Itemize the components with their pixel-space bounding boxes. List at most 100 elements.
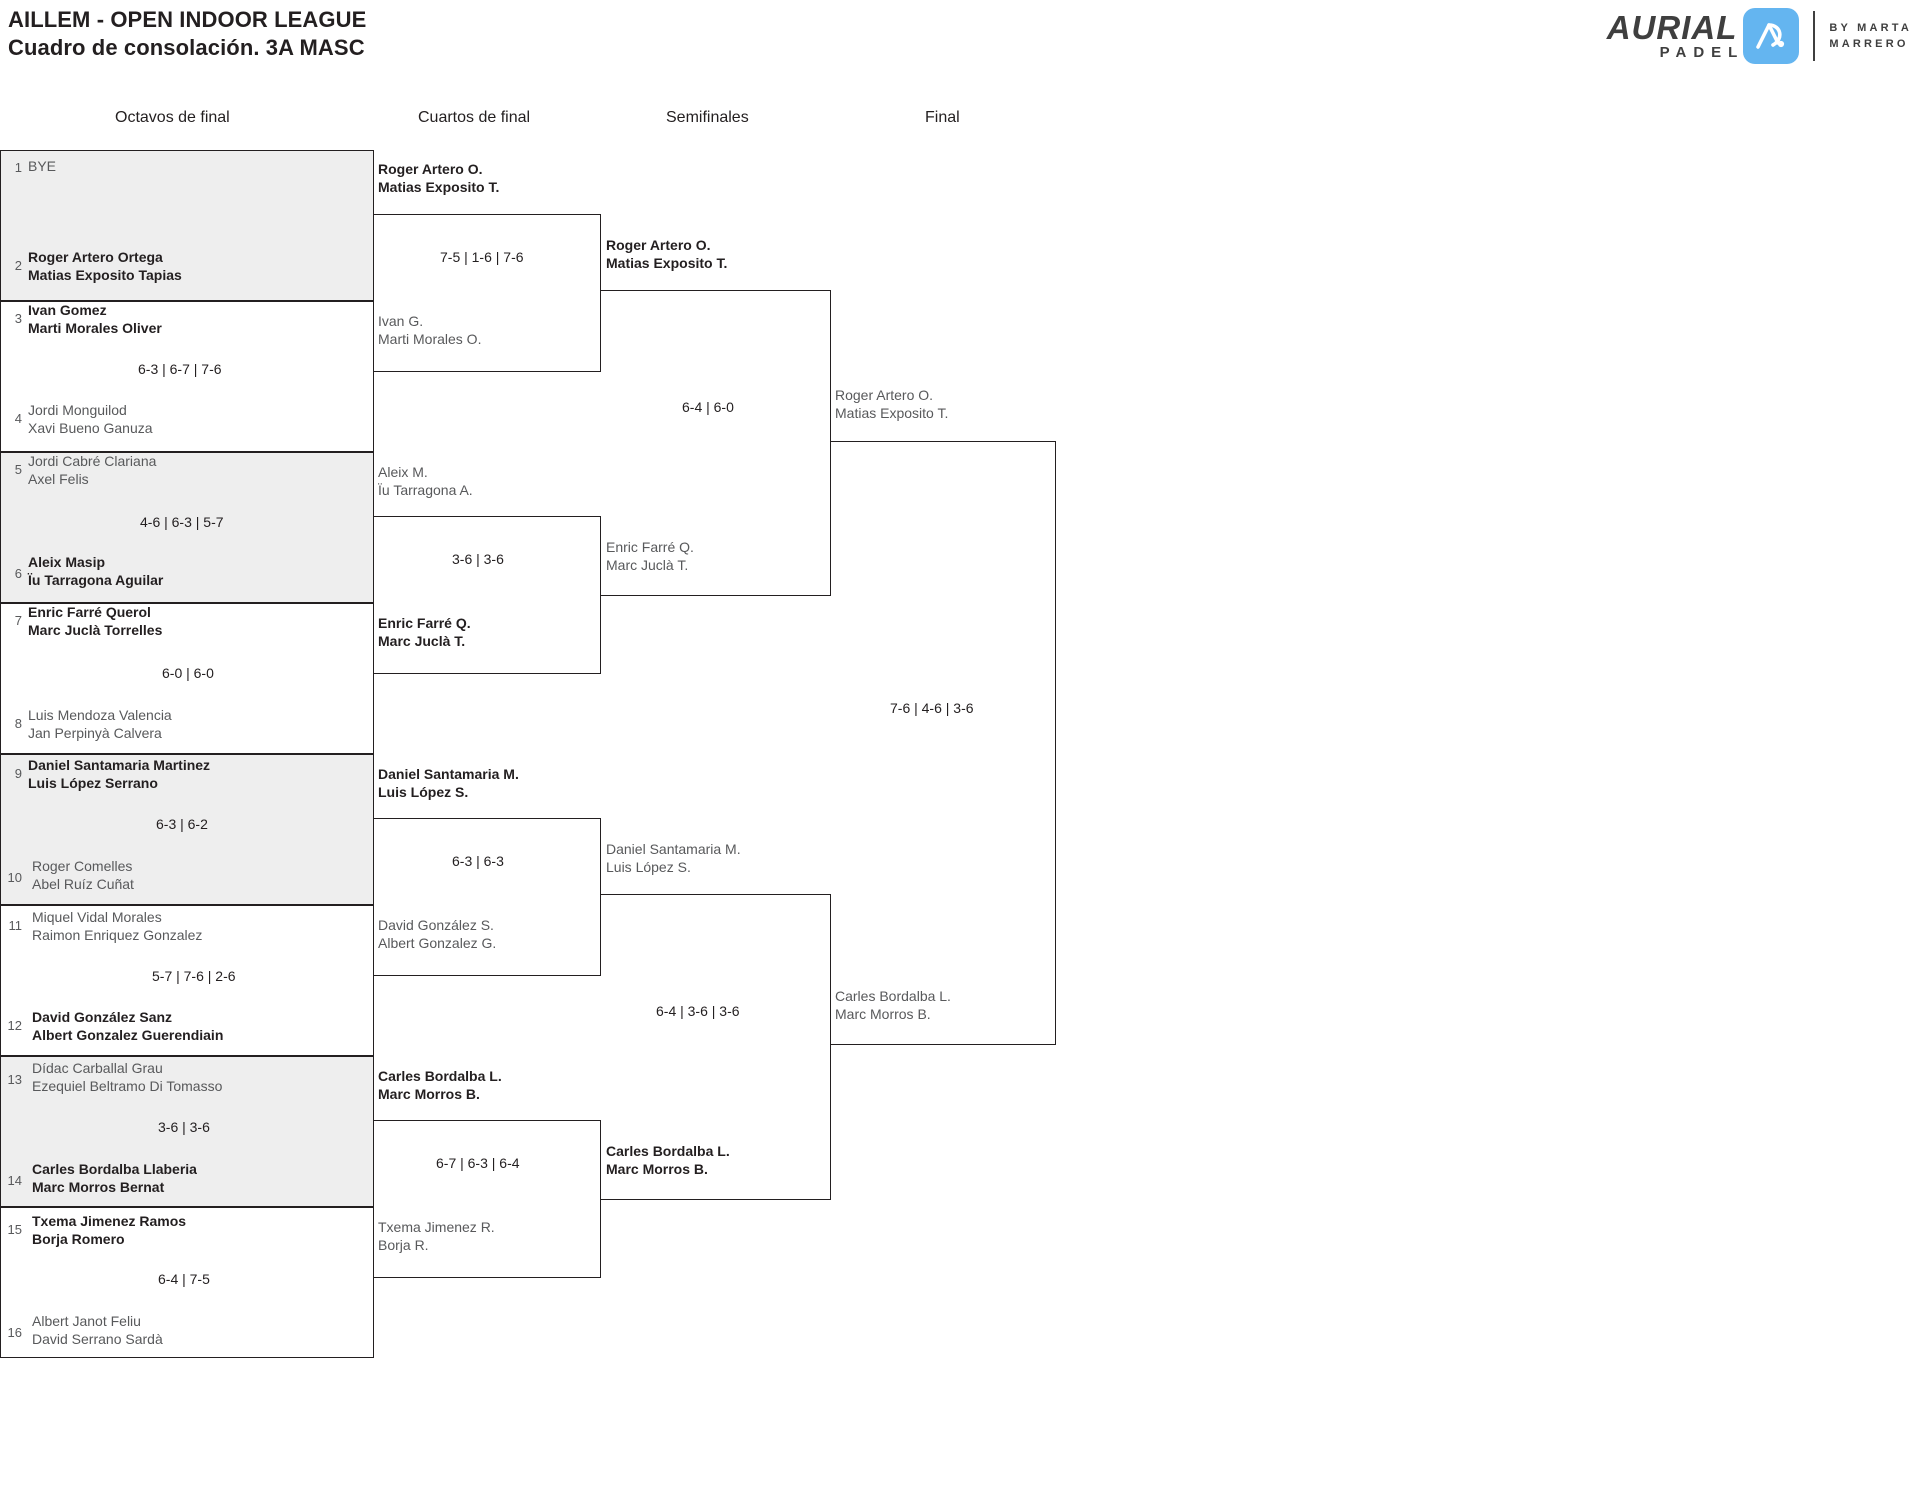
r16-band-4 [0, 603, 374, 754]
team-line-2: Marc Juclà Torrelles [28, 622, 163, 638]
r16-team: Albert Janot Feliu David Serrano Sardà [32, 1312, 163, 1348]
brand-logo: AURIAL PADEL BY MARTA MARRERO [1607, 8, 1912, 64]
r16-team: Txema Jimenez Ramos Borja Romero [32, 1212, 186, 1248]
team-line-1: Daniel Santamaria M. [378, 766, 519, 782]
seed-number: 7 [14, 613, 22, 628]
team-line-2: Marc Juclà T. [606, 557, 689, 573]
r16-team: BYE [28, 157, 56, 175]
r16-score: 5-7 | 7-6 | 2-6 [152, 968, 236, 984]
seed-number: 14 [7, 1173, 22, 1188]
sf-score: 6-4 | 3-6 | 3-6 [656, 1003, 740, 1019]
team-line-2: Ezequiel Beltramo Di Tomasso [32, 1078, 223, 1094]
r16-team: Ivan Gomez Marti Morales Oliver [28, 301, 162, 337]
team-line-1: Daniel Santamaria M. [606, 841, 741, 857]
team-line-2: Marc Morros B. [835, 1006, 931, 1022]
team-line-2: Matias Exposito T. [835, 405, 949, 421]
logo-brand-text: AURIAL [1606, 8, 1738, 46]
team-line-2: Marc Morros B. [606, 1161, 708, 1177]
seed-number: 12 [7, 1018, 22, 1033]
seed-number: 10 [7, 870, 22, 885]
team-line-2: David Serrano Sardà [32, 1331, 163, 1347]
team-line-1: Carles Bordalba L. [835, 988, 951, 1004]
qf-team: Aleix M. Ïu Tarragona A. [378, 463, 473, 499]
team-line-1: Carles Bordalba Llaberia [32, 1161, 197, 1177]
team-line-1: Luis Mendoza Valencia [28, 707, 172, 723]
r16-band-7 [0, 1056, 374, 1207]
r16-score: 6-3 | 6-7 | 7-6 [138, 361, 222, 377]
r16-team: Daniel Santamaria Martinez Luis López Se… [28, 756, 210, 792]
sf-connector-2 [601, 894, 831, 1200]
r16-team: Roger Comelles Abel Ruíz Cuñat [32, 857, 134, 893]
seed-number: 9 [14, 766, 22, 781]
logo-sub-text: PADEL [1659, 43, 1745, 61]
logo-wordmark: AURIAL PADEL [1607, 11, 1738, 62]
logo-byline: BY MARTA MARRERO [1829, 20, 1912, 52]
sf-team: Roger Artero O. Matias Exposito T. [606, 236, 727, 272]
team-line-1: Jordi Monguilod [28, 402, 127, 418]
qf-team: Ivan G. Marti Morales O. [378, 312, 481, 348]
logo-byline-2: MARRERO [1829, 38, 1909, 50]
team-line-2: Borja Romero [32, 1231, 125, 1247]
team-line-2: Matias Exposito Tapias [28, 267, 182, 283]
team-line-2: Luis López Serrano [28, 775, 158, 791]
qf-team: Roger Artero O. Matias Exposito T. [378, 160, 499, 196]
seed-number: 13 [7, 1072, 22, 1087]
team-line-1: Enric Farré Querol [28, 604, 151, 620]
qf-score: 7-5 | 1-6 | 7-6 [440, 249, 524, 265]
team-line-1: Carles Bordalba L. [378, 1068, 502, 1084]
qf-team: Txema Jimenez R. Borja R. [378, 1218, 495, 1254]
qf-connector-4 [374, 1120, 601, 1278]
qf-team: Carles Bordalba L. Marc Morros B. [378, 1067, 502, 1103]
team-line-2: Borja R. [378, 1237, 429, 1253]
team-line-1: Roger Artero O. [835, 387, 934, 403]
final-team: Carles Bordalba L. Marc Morros B. [835, 987, 951, 1023]
logo-divider [1813, 11, 1816, 61]
team-line-2: Axel Felis [28, 471, 89, 487]
qf-score: 6-7 | 6-3 | 6-4 [436, 1155, 520, 1171]
r16-team: Dídac Carballal Grau Ezequiel Beltramo D… [32, 1059, 222, 1095]
r16-band-1 [0, 150, 374, 301]
team-line-1: Aleix M. [378, 464, 428, 480]
r16-band-5 [0, 754, 374, 905]
qf-team: Daniel Santamaria M. Luis López S. [378, 765, 519, 801]
r16-team: Luis Mendoza Valencia Jan Perpinyà Calve… [28, 706, 172, 742]
r16-team: Enric Farré Querol Marc Juclà Torrelles [28, 603, 162, 639]
seed-number: 2 [14, 258, 22, 273]
team-line-1: Dídac Carballal Grau [32, 1060, 163, 1076]
seed-number: 16 [7, 1325, 22, 1340]
seed-number: 6 [14, 566, 22, 581]
r16-band-3 [0, 452, 374, 603]
team-line-1: Ivan G. [378, 313, 424, 329]
team-line-1: Txema Jimenez Ramos [32, 1213, 187, 1229]
r16-team: Jordi Monguilod Xavi Bueno Ganuza [28, 401, 153, 437]
team-line-2: Luis López S. [606, 859, 691, 875]
team-line-1: Roger Artero Ortega [28, 249, 163, 265]
seed-number: 4 [14, 411, 22, 426]
team-line-1: David González Sanz [32, 1009, 173, 1025]
team-line-2: Matias Exposito T. [606, 255, 728, 271]
round-header-octavos: Octavos de final [115, 109, 230, 126]
team-line-2: Ïu Tarragona Aguilar [28, 572, 164, 588]
r16-team: Aleix Masip Ïu Tarragona Aguilar [28, 553, 163, 589]
team-line-1: Jordi Cabré Clariana [28, 453, 157, 469]
team-line-1: Albert Janot Feliu [32, 1313, 141, 1329]
round-header-cuartos: Cuartos de final [418, 109, 531, 126]
r16-band-8 [0, 1207, 374, 1358]
team-line-2: Abel Ruíz Cuñat [32, 876, 134, 892]
r16-team: Carles Bordalba Llaberia Marc Morros Ber… [32, 1160, 197, 1196]
team-line-1: Carles Bordalba L. [606, 1143, 730, 1159]
team-line-1: Enric Farré Q. [606, 539, 694, 555]
team-line-2: Luis López S. [378, 784, 469, 800]
r16-score: 6-4 | 7-5 [158, 1271, 210, 1287]
bracket-subtitle: Cuadro de consolación. 3A MASC [8, 35, 365, 60]
sf-connector-1 [601, 290, 831, 596]
seed-number: 3 [14, 311, 22, 326]
team-line-1: Txema Jimenez R. [378, 1219, 495, 1235]
team-line-1: Aleix Masip [28, 554, 106, 570]
team-line-2: Marti Morales Oliver [28, 320, 162, 336]
page-title: AILLEM - OPEN INDOOR LEAGUE Cuadro de co… [8, 6, 366, 62]
qf-connector-3 [374, 818, 601, 976]
seed-number: 15 [7, 1222, 22, 1237]
qf-score: 3-6 | 3-6 [452, 551, 504, 567]
